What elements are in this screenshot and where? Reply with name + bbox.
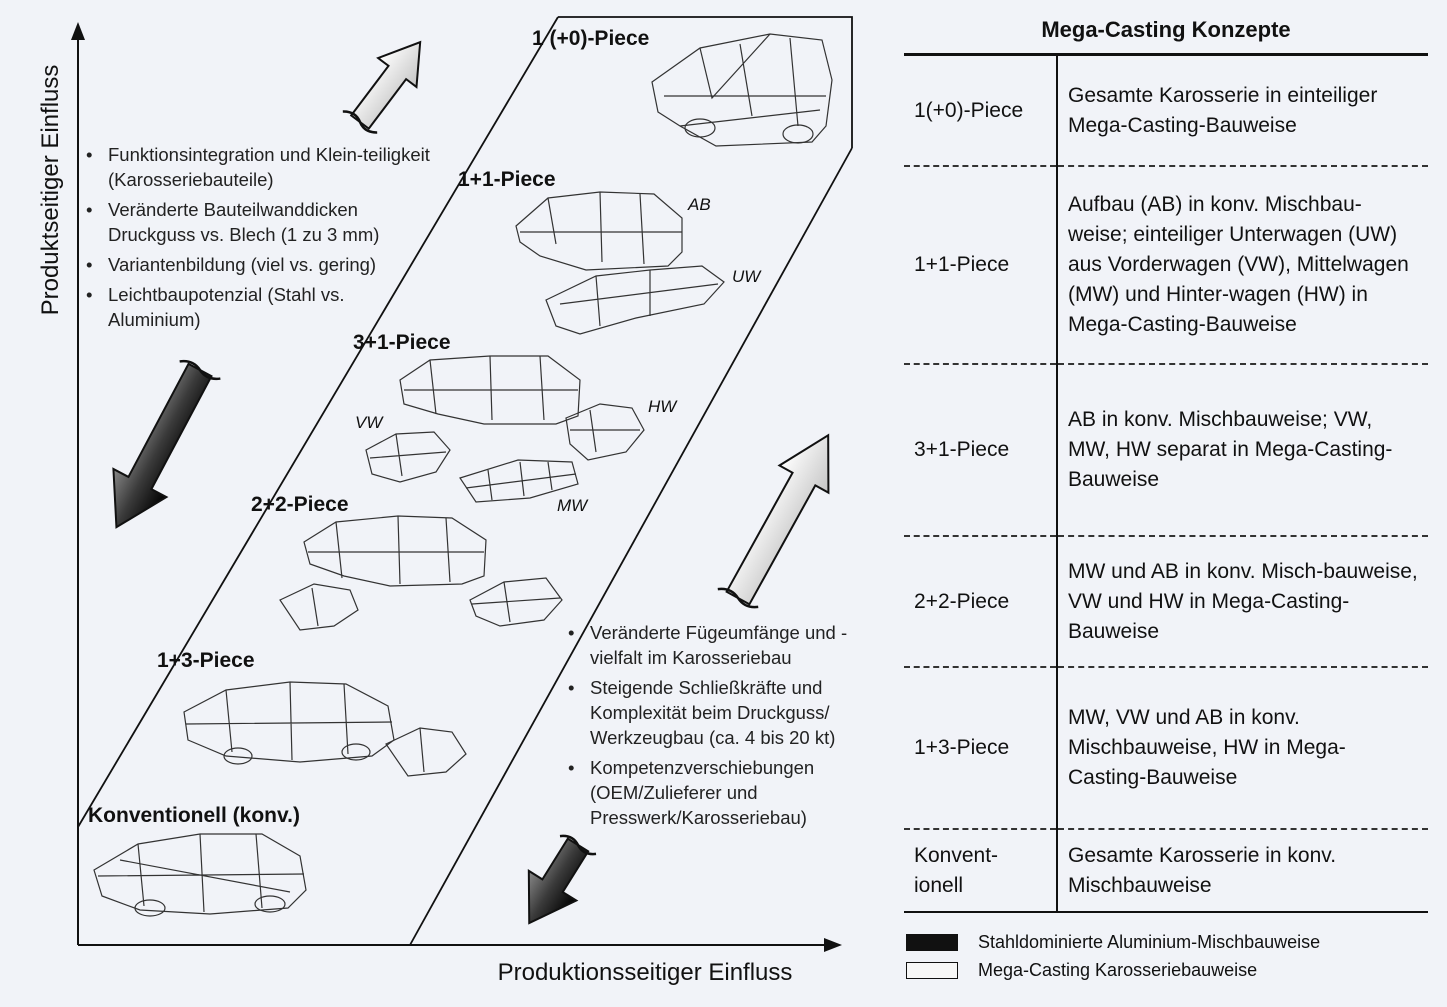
- arrow-product-down: [112, 359, 221, 529]
- concept-band: [77, 16, 853, 946]
- concept-description: MW und AB in konv. Misch-bauweise, VW un…: [1057, 535, 1428, 667]
- product-bullet: Veränderte Bauteilwanddicken Druckguss v…: [86, 197, 431, 247]
- body-conventional-icon: [93, 833, 307, 917]
- arrow-up-light-icon: [725, 433, 830, 606]
- product-bullet: Leichtbaupotenzial (Stahl vs. Aluminium): [86, 282, 431, 332]
- product-bullet: Variantenbildung (viel vs. gering): [86, 252, 431, 277]
- body-1plus3-icon: [183, 681, 395, 765]
- product-influence-list: Funktionsintegration und Klein-teiligkei…: [86, 142, 431, 337]
- production-bullet: Steigende Schließkräfte und Komplexität …: [568, 675, 888, 750]
- band-right-edge: [409, 147, 853, 946]
- part-hw-2plus2-icon: [469, 577, 563, 627]
- part-label-vw: VW: [355, 413, 384, 432]
- legend-swatch-dark: [906, 933, 958, 951]
- stage-label-1plus1: 1+1-Piece: [458, 168, 556, 191]
- concept-name: 3+1-Piece: [904, 363, 1058, 536]
- table-row: 3+1-Piece AB in konv. Mischbauweise; VW,…: [904, 363, 1428, 536]
- concept-description: AB in konv. Mischbauweise; VW, MW, HW se…: [1057, 363, 1428, 536]
- arrow-down-dark-icon: [112, 362, 213, 529]
- legend-item: Mega-Casting Karosseriebauweise: [906, 956, 1320, 984]
- table-row: 1+1-Piece Aufbau (AB) in konv. Mischbau-…: [904, 165, 1428, 364]
- legend-label: Mega-Casting Karosseriebauweise: [978, 959, 1258, 980]
- body-ab-3plus1-icon: [399, 355, 581, 425]
- production-bullet: Veränderte Fügeumfänge und -vielfalt im …: [568, 620, 888, 670]
- arrow-production-down: [527, 834, 597, 925]
- concept-name: 1+1-Piece: [904, 165, 1058, 364]
- car-sketches: [93, 33, 833, 917]
- x-axis-label: Produktionsseitiger Einfluss: [498, 959, 793, 986]
- concept-table-panel: Mega-Casting Konzepte 1(+0)-Piece Gesamt…: [904, 12, 1428, 913]
- x-axis-arrowhead: [824, 938, 842, 952]
- part-hw-icon: [565, 403, 645, 461]
- legend: Stahldominierte Aluminium-Mischbauweise …: [906, 928, 1320, 984]
- y-axis-label: Produktseitiger Einfluss: [37, 65, 64, 316]
- arrow-break-mark: [179, 359, 221, 381]
- band-left-edge: [77, 16, 559, 828]
- table-row: 2+2-Piece MW und AB in konv. Misch-bauwe…: [904, 535, 1428, 667]
- concept-description: Gesamte Karosserie in konv. Mischbauweis…: [1057, 828, 1428, 913]
- production-influence-list: Veränderte Fügeumfänge und -vielfalt im …: [568, 620, 888, 835]
- concept-name: 1(+0)-Piece: [904, 56, 1058, 166]
- part-vw-2plus2-icon: [279, 583, 359, 631]
- concept-name: 2+2-Piece: [904, 535, 1058, 667]
- part-mw-icon: [459, 459, 579, 503]
- part-label-mw: MW: [557, 496, 589, 515]
- body-2plus2-icon: [303, 515, 487, 587]
- arrow-break-mark: [559, 834, 597, 856]
- concept-description: MW, VW und AB in konv. Mischbauweise, HW…: [1057, 666, 1428, 829]
- arrow-up-light-icon: [349, 40, 422, 131]
- stage-label-1plus3: 1+3-Piece: [157, 649, 255, 672]
- table-row: 1+3-Piece MW, VW und AB in konv. Mischba…: [904, 666, 1428, 829]
- legend-swatch-light: [906, 961, 958, 979]
- body-ab-icon: [515, 191, 683, 271]
- stage-label-2plus2: 2+2-Piece: [251, 493, 349, 516]
- production-bullet: Kompetenzverschiebungen (OEM/Zulieferer …: [568, 755, 888, 830]
- part-labels: AB UW HW VW MW: [355, 195, 762, 515]
- part-label-hw: HW: [648, 397, 678, 416]
- arrow-production-up: [717, 433, 830, 609]
- concept-name: 1+3-Piece: [904, 666, 1058, 829]
- concept-name: Konvent-ionell: [904, 828, 1058, 913]
- concept-table: 1(+0)-Piece Gesamte Karosserie in eintei…: [904, 56, 1428, 913]
- band-top-edge: [558, 16, 853, 148]
- stage-label-1piece: 1 (+0)-Piece: [532, 27, 649, 50]
- body-1piece-icon: [651, 33, 833, 147]
- stage-labels: 1 (+0)-Piece 1+1-Piece 3+1-Piece 2+2-Pie…: [88, 27, 649, 827]
- underbody-uw-icon: [545, 265, 725, 335]
- arrow-down-dark-icon: [527, 837, 590, 925]
- table-row: Konvent-ionell Gesamte Karosserie in kon…: [904, 828, 1428, 913]
- concept-description: Aufbau (AB) in konv. Mischbau-weise; ein…: [1057, 165, 1428, 364]
- table-title: Mega-Casting Konzepte: [904, 12, 1428, 56]
- axes: Produktseitiger Einfluss Produktionsseit…: [37, 22, 842, 986]
- y-axis-arrowhead: [71, 22, 85, 40]
- stage-label-conventional: Konventionell (konv.): [88, 804, 300, 827]
- legend-item: Stahldominierte Aluminium-Mischbauweise: [906, 928, 1320, 956]
- part-hw-1plus3-icon: [385, 727, 467, 777]
- arrow-break-mark: [342, 110, 378, 134]
- arrow-product-up: [342, 40, 422, 134]
- table-row: 1(+0)-Piece Gesamte Karosserie in eintei…: [904, 56, 1428, 166]
- concept-description: Gesamte Karosserie in einteiliger Mega-C…: [1068, 83, 1378, 137]
- part-label-ab: AB: [687, 195, 711, 214]
- stage-label-3plus1: 3+1-Piece: [353, 331, 451, 354]
- part-vw-icon: [365, 431, 451, 483]
- arrow-break-mark: [717, 587, 759, 609]
- legend-label: Stahldominierte Aluminium-Mischbauweise: [978, 931, 1321, 952]
- part-label-uw: UW: [732, 267, 762, 286]
- product-bullet: Funktionsintegration und Klein-teiligkei…: [86, 142, 431, 192]
